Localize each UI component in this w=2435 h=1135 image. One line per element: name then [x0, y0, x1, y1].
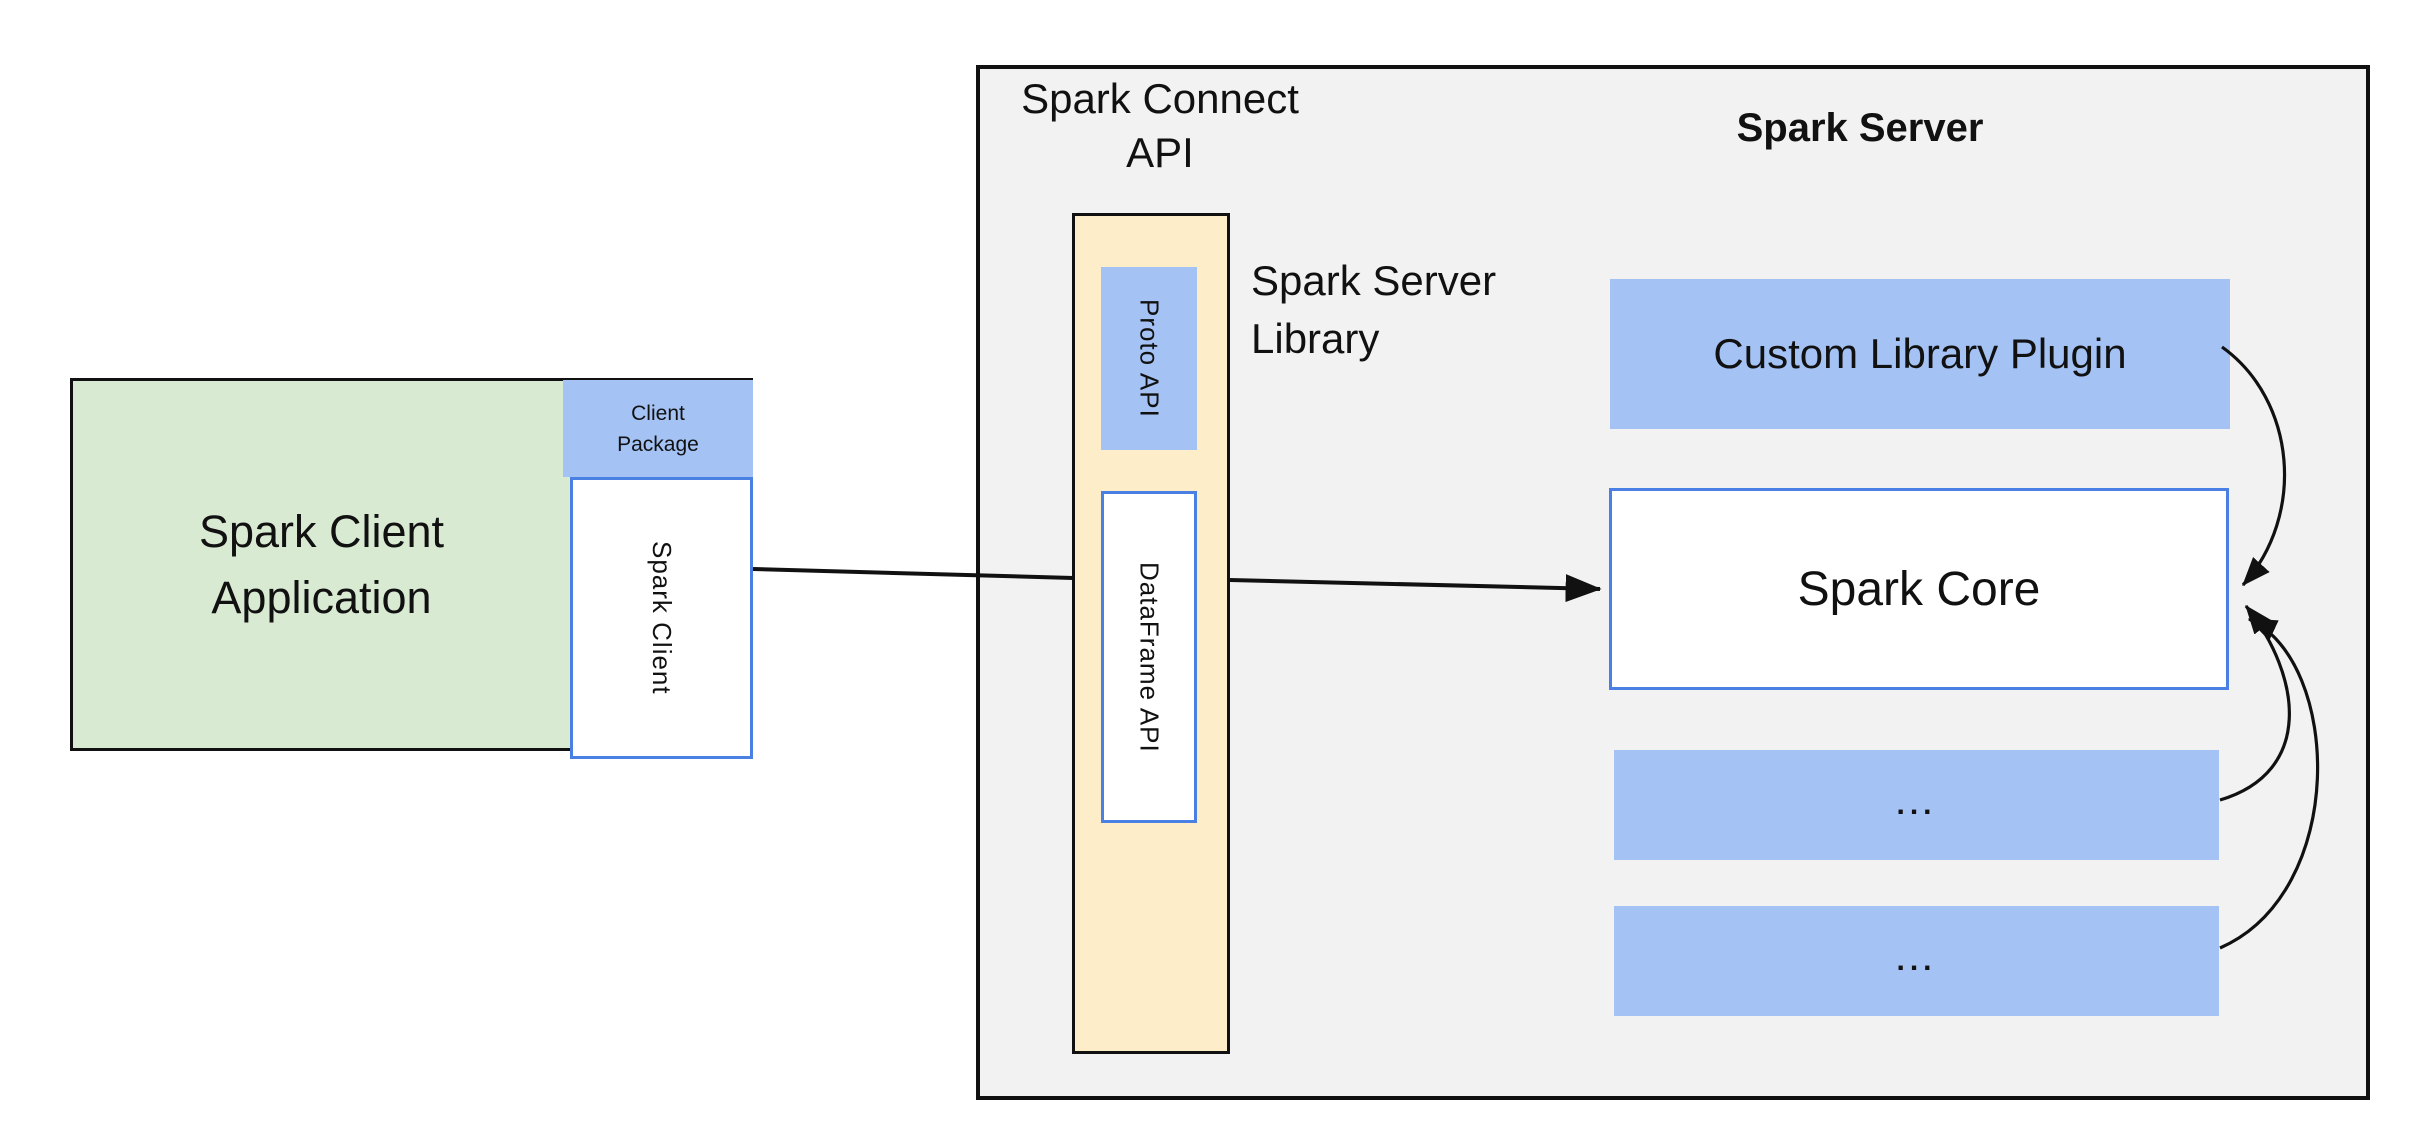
- library-placeholder-box-2: ...: [1614, 906, 2219, 1016]
- spark-connect-api-label: Spark Connect API: [1021, 75, 1299, 176]
- spark-client-application-label: Spark Client Application: [198, 505, 445, 623]
- custom-library-plugin-box: Custom Library Plugin: [1610, 279, 2230, 429]
- proto-api-box: Proto API: [1101, 267, 1197, 450]
- spark-core-box: Spark Core: [1609, 488, 2229, 690]
- dataframe-api-box: DataFrame API: [1101, 491, 1197, 823]
- dataframe-api-label: DataFrame API: [1134, 561, 1165, 753]
- spark-client-label: Spark Client: [647, 541, 677, 695]
- client-package-box: Client Package: [563, 380, 753, 477]
- spark-client-box: Spark Client: [570, 477, 753, 759]
- proto-api-label: Proto API: [1134, 299, 1165, 418]
- spark-server-library-label: Spark Server Library: [1251, 257, 1497, 362]
- spark-server-title: Spark Server: [1736, 106, 1984, 150]
- library-placeholder-box-1: ...: [1614, 750, 2219, 860]
